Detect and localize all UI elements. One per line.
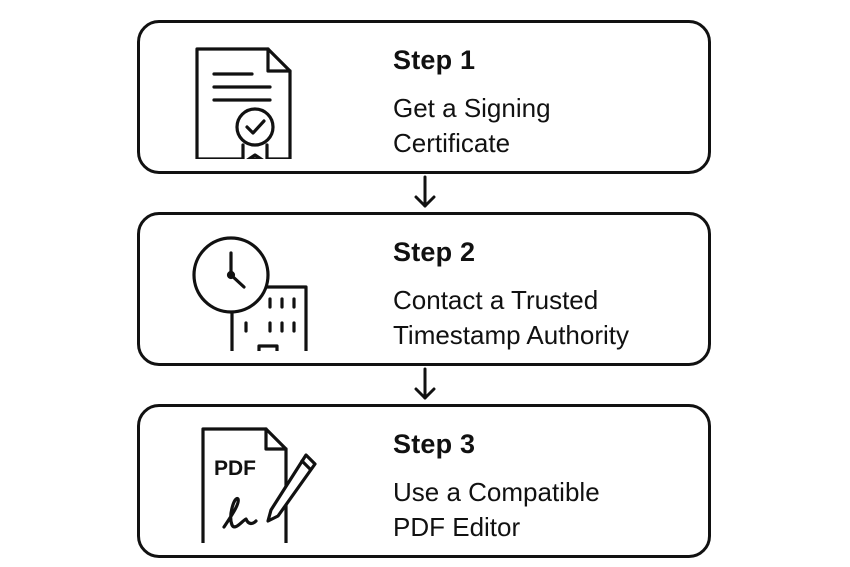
step-1-description-line-1: Get a Signing (393, 93, 551, 123)
pdf-label: PDF (214, 457, 256, 480)
step-2-description-line-2: Timestamp Authority (393, 320, 630, 350)
down-arrow-icon (414, 367, 436, 401)
step-2-title: Step 2 (393, 237, 476, 267)
down-arrow-icon (414, 175, 436, 209)
step-3-description-line-2: PDF Editor (393, 512, 521, 542)
step-2-description: Contact a Trusted Timestamp Authority (393, 283, 629, 353)
step-2-description-line-1: Contact a Trusted (393, 285, 599, 315)
step-3-description-line-1: Use a Compatible (393, 477, 600, 507)
step-3-title: Step 3 (393, 429, 476, 459)
step-2-box: Step 2 Contact a Trusted Timestamp Autho… (137, 212, 711, 366)
step-3-description: Use a Compatible PDF Editor (393, 475, 600, 545)
certificate-document-icon (188, 41, 318, 159)
step-1-title: Step 1 (393, 45, 476, 75)
step-1-description-line-2: Certificate (393, 128, 511, 158)
clock-building-icon (188, 233, 318, 351)
pdf-signature-pen-icon: PDF (188, 425, 318, 543)
step-3-box: PDF Step 3 Use a Compatible PDF Editor (137, 404, 711, 558)
step-1-description: Get a Signing Certificate (393, 91, 551, 161)
step-1-box: Step 1 Get a Signing Certificate (137, 20, 711, 174)
